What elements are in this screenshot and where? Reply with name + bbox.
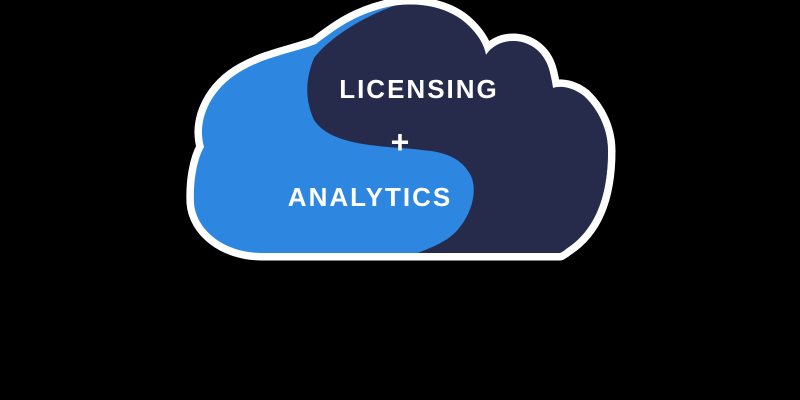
licensing-label: LICENSING — [339, 74, 499, 104]
analytics-label: ANALYTICS — [288, 182, 452, 212]
plus-sign: + — [391, 124, 410, 160]
